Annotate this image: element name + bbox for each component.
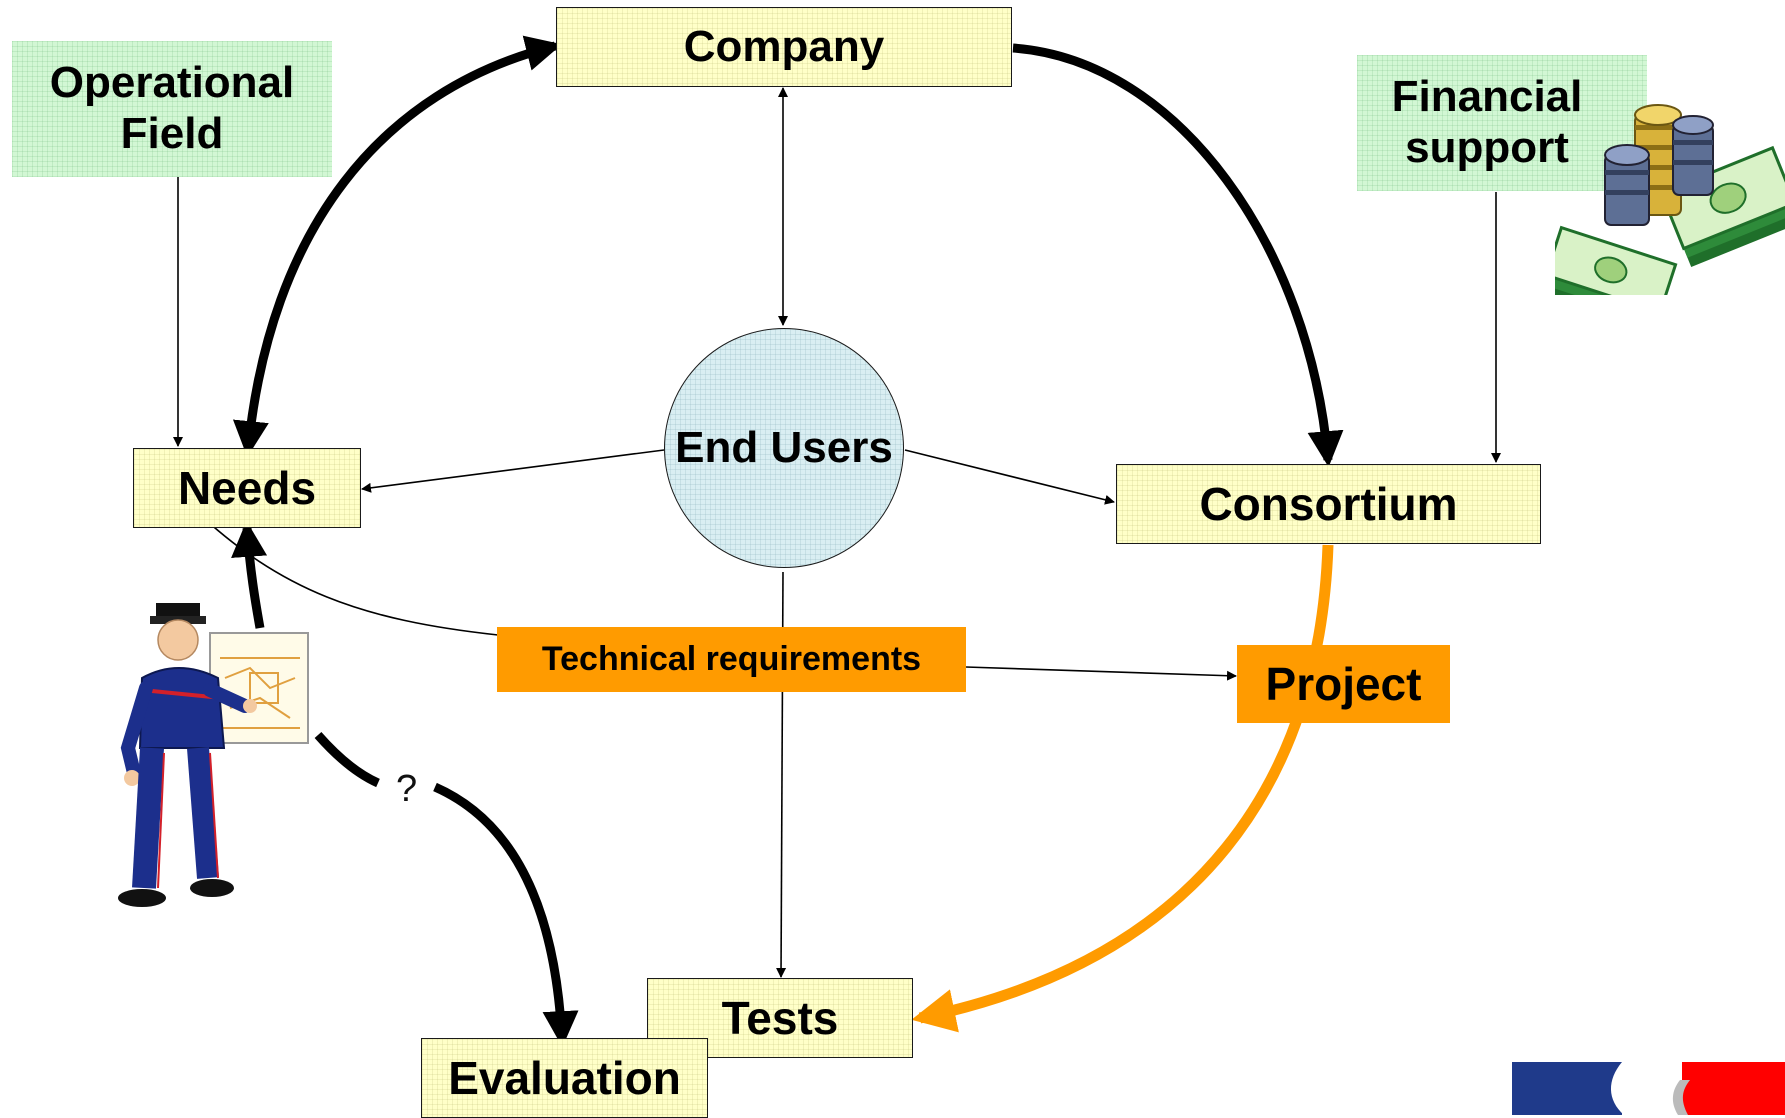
arrow-techreq-project bbox=[965, 666, 1237, 681]
company-label: Company bbox=[683, 21, 885, 71]
project-label: Project bbox=[1265, 657, 1422, 710]
arrow-evaluation-loop-upper bbox=[314, 732, 380, 788]
financial-support-box: Financial support bbox=[1357, 55, 1647, 191]
financial-support-label: Financial support bbox=[1391, 72, 1583, 172]
arrow-endusers-consortium bbox=[904, 449, 1115, 505]
needs-box: Needs bbox=[133, 448, 361, 528]
evaluation-label: Evaluation bbox=[448, 1051, 681, 1104]
arrow-feedback-needs bbox=[231, 520, 268, 629]
technical-requirements-box: Technical requirements bbox=[497, 627, 966, 692]
unknown-label: ? bbox=[396, 768, 418, 810]
tests-label: Tests bbox=[721, 991, 839, 1044]
line-needs-techreq bbox=[194, 509, 499, 636]
arrow-endusers-needs bbox=[361, 449, 665, 493]
arrow-company-consortium bbox=[1012, 43, 1344, 468]
consortium-label: Consortium bbox=[1199, 477, 1458, 530]
arrow-to-evaluation bbox=[433, 782, 579, 1048]
needs-label: Needs bbox=[177, 461, 317, 514]
technical-requirements-label: Technical requirements bbox=[541, 639, 922, 678]
company-box: Company bbox=[556, 7, 1012, 87]
end-users-circle: End Users bbox=[664, 328, 904, 568]
operational-field-label: Operational Field bbox=[49, 58, 295, 158]
evaluation-box: Evaluation bbox=[421, 1038, 708, 1118]
arrow-consortium-tests bbox=[911, 544, 1334, 1033]
french-flag-icon bbox=[1512, 1062, 1785, 1115]
money-stack-icon bbox=[1555, 104, 1785, 295]
officer-with-map-icon bbox=[118, 603, 309, 907]
project-box: Project bbox=[1237, 645, 1450, 723]
end-users-label: End Users bbox=[675, 423, 893, 472]
arrow-company-needs bbox=[232, 35, 562, 458]
consortium-box: Consortium bbox=[1116, 464, 1541, 544]
operational-field-box: Operational Field bbox=[12, 41, 332, 177]
